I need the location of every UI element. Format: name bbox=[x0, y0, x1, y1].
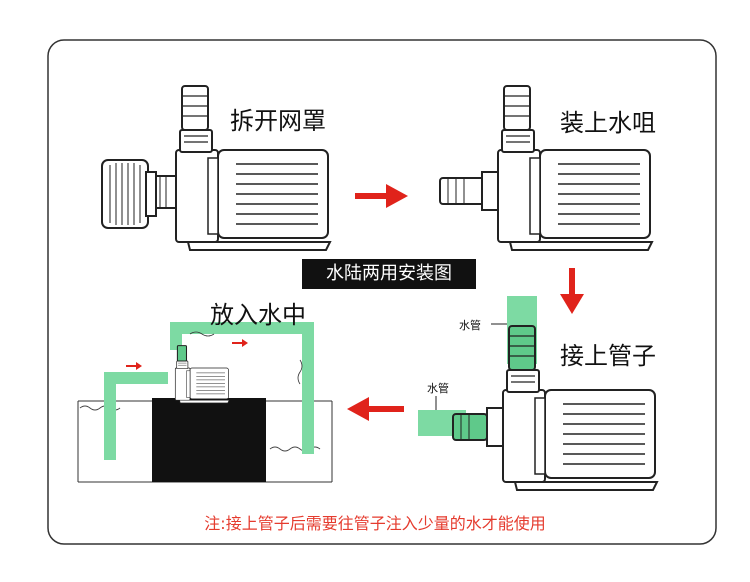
tube-step-4 bbox=[104, 322, 314, 460]
usage-note: 注:接上管子后需要往管子注入少量的水才能使用 bbox=[204, 514, 546, 533]
step-2-label: 装上水咀 bbox=[560, 109, 656, 137]
arrow-down-icon bbox=[560, 268, 584, 314]
tube-label-lower: 水管 bbox=[427, 382, 449, 395]
arrow-right-icon bbox=[355, 184, 408, 208]
arrow-left-icon bbox=[347, 397, 404, 421]
pump-step-4 bbox=[174, 345, 230, 404]
mesh-cover bbox=[101, 159, 157, 229]
pump-step-1 bbox=[155, 85, 331, 251]
tube-label-upper: 水管 bbox=[459, 319, 481, 332]
pump-step-2 bbox=[439, 85, 653, 251]
pump-step-3 bbox=[452, 325, 658, 491]
step-1-label: 拆开网罩 bbox=[230, 107, 326, 135]
flow-arrow-icon bbox=[126, 339, 248, 370]
title-banner: 水陆两用安装图 bbox=[302, 259, 476, 289]
step-3-label: 接上管子 bbox=[560, 342, 656, 370]
water-tank bbox=[77, 398, 333, 483]
step-4-label: 放入水中 bbox=[210, 301, 306, 329]
